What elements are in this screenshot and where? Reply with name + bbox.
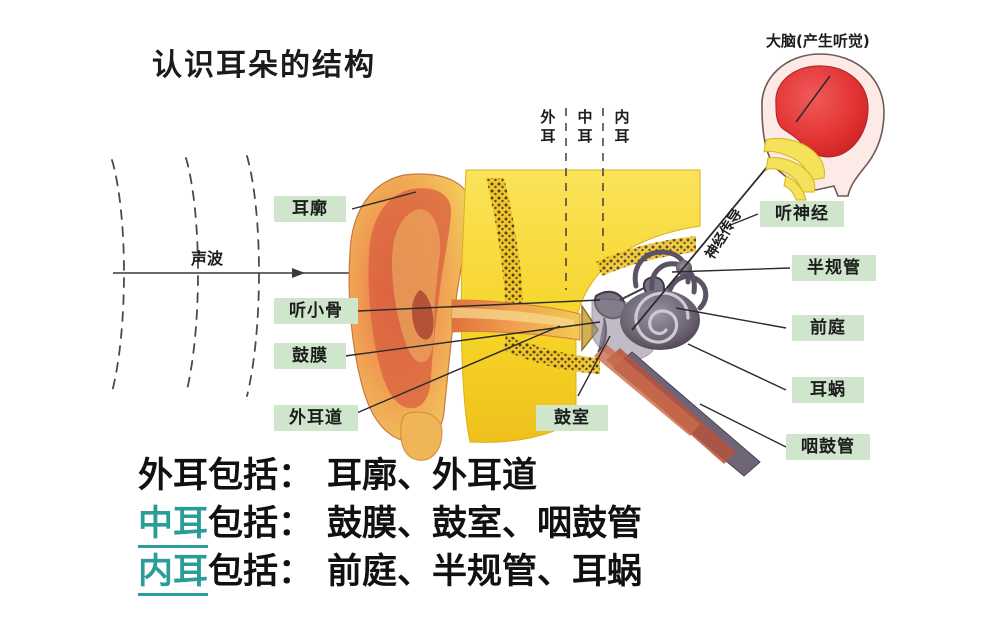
eustachian-tube-shape bbox=[594, 344, 761, 477]
summary-connector-outer-ear: 包括： bbox=[208, 455, 314, 496]
summary-items-inner-ear: 前庭、半规管、耳蜗 bbox=[327, 551, 643, 592]
summary-connector-middle-ear: 包括： bbox=[208, 503, 314, 544]
label-eardrum[interactable]: 鼓膜 bbox=[274, 343, 346, 369]
leader-lines-right bbox=[671, 213, 791, 448]
summary-subject-middle-ear[interactable]: 中耳 bbox=[138, 503, 209, 548]
label-cochlea[interactable]: 耳蜗 bbox=[792, 377, 864, 403]
label-vestibule[interactable]: 前庭 bbox=[792, 315, 864, 341]
section-label-inner-ear: 内 耳 bbox=[614, 108, 630, 145]
brain-label: 大脑(产生听觉) bbox=[766, 32, 870, 50]
leader-lines-center bbox=[577, 335, 611, 397]
label-ear-canal[interactable]: 外耳道 bbox=[274, 405, 358, 431]
summary-items-middle-ear: 鼓膜、鼓室、咽鼓管 bbox=[327, 503, 643, 544]
sound-wave-label: 声波 bbox=[191, 249, 224, 268]
section-label-middle-ear: 中 耳 bbox=[577, 108, 593, 145]
summary-subject-inner-ear[interactable]: 内耳 bbox=[138, 551, 209, 596]
label-eustachian-tube[interactable]: 咽鼓管 bbox=[786, 434, 870, 460]
label-semicircular-canals[interactable]: 半规管 bbox=[792, 255, 876, 281]
summary-subject-outer-ear: 外耳 bbox=[138, 455, 209, 496]
sound-arrow-head bbox=[292, 268, 305, 278]
summary-items-outer-ear: 耳廓、外耳道 bbox=[327, 455, 538, 496]
page-title: 认识耳朵的结构 bbox=[152, 48, 376, 83]
label-ossicles[interactable]: 听小骨 bbox=[274, 298, 358, 324]
section-label-outer-ear: 外 耳 bbox=[540, 108, 556, 145]
ear-canal-shape bbox=[451, 299, 581, 341]
summary-block: 外耳包括：耳廓、外耳道 中耳包括：鼓膜、鼓室、咽鼓管 内耳包括：前庭、半规管、耳… bbox=[138, 452, 642, 596]
label-tympanic-cavity[interactable]: 鼓室 bbox=[536, 405, 608, 431]
summary-row-middle-ear: 中耳包括： 鼓膜、鼓室、咽鼓管 bbox=[138, 500, 642, 548]
summary-connector-inner-ear: 包括： bbox=[208, 551, 314, 592]
summary-row-outer-ear: 外耳包括： 耳廓、外耳道 bbox=[138, 452, 642, 500]
eardrum-shape bbox=[581, 303, 599, 352]
label-auricle[interactable]: 耳廓 bbox=[274, 196, 346, 222]
summary-row-inner-ear: 内耳包括： 前庭、半规管、耳蜗 bbox=[138, 548, 642, 596]
leader-lines-left bbox=[344, 191, 601, 419]
sound-wave-arcs bbox=[111, 155, 260, 397]
nerve-conduction-label-wrapper: 神经传导 bbox=[700, 206, 756, 272]
cochlea-shape bbox=[620, 290, 700, 350]
head-profile-shape bbox=[761, 53, 885, 201]
section-dividers bbox=[565, 108, 604, 290]
label-auditory-nerve[interactable]: 听神经 bbox=[760, 201, 844, 227]
